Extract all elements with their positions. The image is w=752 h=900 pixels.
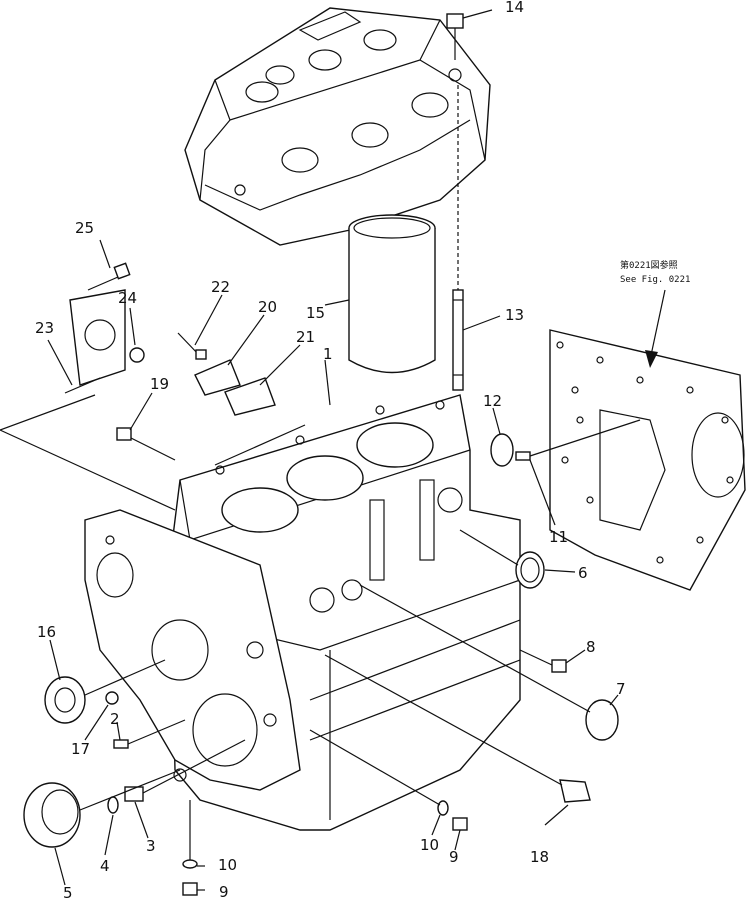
callout-17: 17 [71, 740, 90, 758]
callout-15: 15 [306, 304, 325, 322]
cylinder-head [184, 7, 491, 246]
callout-20: 20 [258, 298, 277, 316]
callout-21: 21 [296, 328, 315, 346]
callout-25: 25 [75, 219, 94, 237]
callout-7: 7 [616, 680, 626, 698]
callout-11: 11 [549, 528, 568, 546]
small-parts [23, 262, 641, 896]
callout-24: 24 [118, 289, 137, 307]
callout-22: 22 [211, 278, 230, 296]
callout-1: 1 [323, 345, 333, 363]
callout-6: 6 [578, 564, 588, 582]
stud-13 [452, 289, 501, 391]
callout-9-bottom: 9 [219, 883, 229, 900]
callout-2: 2 [110, 710, 120, 728]
callout-3: 3 [146, 837, 156, 855]
callout-14: 14 [505, 0, 524, 16]
flywheel-housing-plate [549, 289, 746, 591]
reference-note-jp: 第0221図参照 [620, 259, 678, 271]
callout-10-bottom: 10 [218, 856, 237, 874]
callout-12: 12 [483, 392, 502, 410]
callout-16: 16 [37, 623, 56, 641]
callout-10-right: 10 [420, 836, 439, 854]
callout-5: 5 [63, 884, 73, 900]
callout-9-right: 9 [449, 848, 459, 866]
front-plate [84, 509, 301, 791]
leader-lines [0, 239, 619, 891]
head-bolt-14 [446, 9, 493, 290]
callout-19: 19 [150, 375, 169, 393]
callout-13: 13 [505, 306, 524, 324]
reference-note-en: See Fig. 0221 [620, 275, 690, 285]
callout-4: 4 [100, 857, 110, 875]
callout-18: 18 [530, 848, 549, 866]
callout-8: 8 [586, 638, 596, 656]
callout-23: 23 [35, 319, 54, 337]
cylinder-liner-15 [324, 214, 436, 374]
